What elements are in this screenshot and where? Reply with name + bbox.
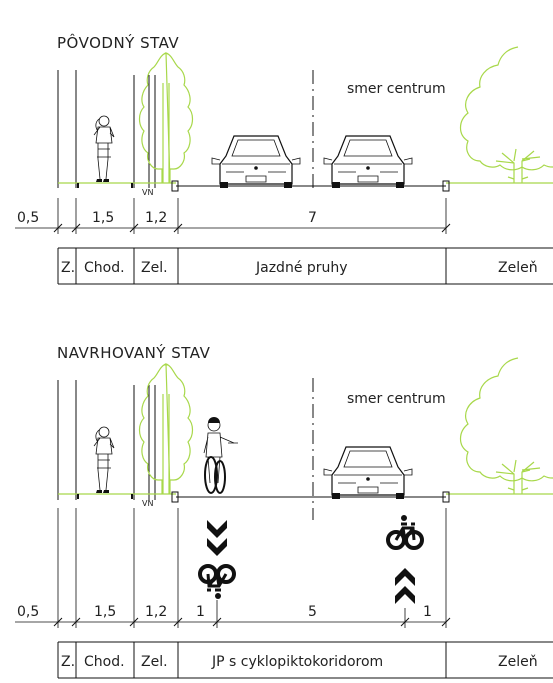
dim-value: 1,5 <box>94 604 116 620</box>
dim-value: 1 <box>423 604 432 620</box>
vn-label: VN <box>142 499 153 508</box>
zone-label: Z. <box>61 260 75 276</box>
chevron-up-icon <box>395 568 415 586</box>
dim-value: 0,5 <box>17 210 39 226</box>
zone-label: Zeleň <box>498 260 538 276</box>
dim-value: 1 <box>196 604 205 620</box>
pedestrian-icon <box>93 426 115 494</box>
zone-label: Z. <box>61 654 75 670</box>
section-title: PÔVODNÝ STAV <box>57 33 179 52</box>
cyclist-icon <box>203 416 239 494</box>
zone-label: Zeleň <box>498 654 538 670</box>
tree-icon <box>459 357 553 495</box>
tree-icon <box>459 46 553 184</box>
section-original: PÔVODNÝ STAV VN smer centrum 0,5 1,5 1,2… <box>15 33 553 285</box>
tree-icon <box>138 363 194 495</box>
zone-label: Zel. <box>141 260 168 276</box>
vn-label: VN <box>142 188 153 197</box>
car-icon <box>323 135 413 189</box>
section-title: NAVRHOVANÝ STAV <box>57 343 211 362</box>
tree-icon <box>138 52 194 184</box>
chevron-down-icon <box>207 538 227 556</box>
dim-value: 0,5 <box>17 604 39 620</box>
dim-value: 7 <box>308 210 317 226</box>
bicycle-icon <box>386 513 424 550</box>
bicycle-icon <box>198 564 236 601</box>
dim-value: 1,5 <box>92 210 114 226</box>
car-icon <box>211 135 301 189</box>
zone-label: Jazdné pruhy <box>255 260 348 276</box>
direction-label: smer centrum <box>347 391 446 407</box>
direction-label: smer centrum <box>347 81 446 97</box>
chevron-up-icon <box>395 586 415 604</box>
section-proposed: NAVRHOVANÝ STAV VN smer centrum 0,5 <box>15 343 553 679</box>
zone-label: JP s cyklopiktokoridorom <box>211 654 383 670</box>
chevron-down-icon <box>207 520 227 538</box>
dim-value: 1,2 <box>145 210 167 226</box>
dim-value: 1,2 <box>145 604 167 620</box>
car-icon <box>323 446 413 500</box>
dim-value: 5 <box>308 604 317 620</box>
zone-label: Zel. <box>141 654 168 670</box>
zone-label: Chod. <box>84 260 125 276</box>
pedestrian-icon <box>93 115 115 183</box>
zone-label: Chod. <box>84 654 125 670</box>
